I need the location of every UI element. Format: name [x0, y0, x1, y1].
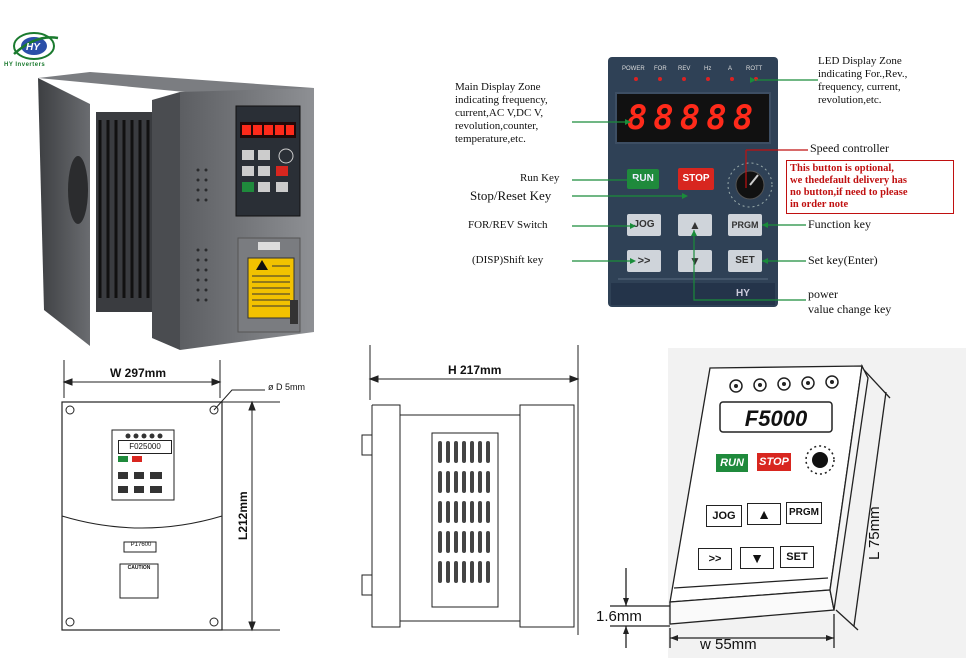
led-display-annotation: LED Display Zone indicating For.,Rev., f… — [818, 55, 907, 107]
caution-label: CAUTION — [127, 565, 151, 571]
indicator-power: POWER — [622, 66, 645, 72]
front-vent-dots — [196, 168, 208, 302]
keypad-width-label: w 55mm — [700, 636, 757, 653]
annotation-line: power — [808, 287, 838, 301]
prgm-button[interactable]: PRGM — [728, 214, 762, 236]
keypad-thickness-label: 1.6mm — [596, 608, 642, 625]
run-key-annotation: Run Key — [520, 172, 560, 184]
brand-logo-text: HY Inverters — [4, 62, 46, 68]
keypad-shift-button[interactable]: >> — [698, 548, 732, 570]
front-plate-label: P17600 — [130, 542, 152, 548]
indicator-a: A — [728, 66, 733, 72]
annotation-line: indicating For.,Rev., — [818, 68, 908, 80]
annotation-line: LED Display Zone — [818, 55, 902, 67]
note-line: no button,if need to please — [790, 187, 908, 198]
up-arrow-icon: ▲ — [689, 218, 701, 232]
for-rev-switch-annotation: FOR/REV Switch — [468, 219, 548, 231]
indicator-rott: ROTT — [746, 66, 763, 72]
hole-diameter-label: ø D 5mm — [268, 382, 305, 392]
annotation-line: indicating frequency, — [455, 94, 548, 106]
function-key-annotation: Function key — [808, 217, 871, 231]
side-height-label: H 217mm — [448, 363, 502, 377]
indicator-hz: Hz — [704, 66, 712, 72]
annotation-line: frequency, current, — [818, 81, 901, 93]
optional-button-note: This button is optional, we thedefault d… — [786, 160, 954, 214]
front-length-label: L212mm — [236, 491, 250, 540]
keypad-display-value: F5000 — [744, 406, 808, 431]
stop-reset-key-annotation: Stop/Reset Key — [470, 188, 552, 203]
keypad-prgm-button[interactable]: PRGM — [786, 502, 822, 524]
down-arrow-button[interactable]: ▼ — [678, 250, 712, 272]
down-arrow-icon: ▼ — [750, 550, 764, 566]
indicator-for: FOR — [654, 66, 667, 72]
panel-brand: HY — [736, 288, 750, 299]
set-button[interactable]: SET — [728, 250, 762, 272]
shift-button[interactable]: >> — [627, 250, 661, 272]
run-button[interactable]: RUN — [627, 169, 659, 189]
stop-button[interactable]: STOP — [678, 168, 714, 190]
side-vent-grille — [98, 120, 150, 298]
svg-text:HY: HY — [26, 42, 41, 53]
keypad-down-button[interactable]: ▼ — [740, 547, 774, 569]
up-arrow-button[interactable]: ▲ — [678, 214, 712, 236]
annotation-line: temperature,etc. — [455, 133, 526, 145]
keypad-set-button[interactable]: SET — [780, 546, 814, 568]
keypad-length-label: L 75mm — [866, 506, 883, 560]
annotation-line: Main Display Zone — [455, 81, 541, 93]
side-dimension-drawing — [361, 345, 580, 635]
keypad-up-button[interactable]: ▲ — [747, 503, 781, 525]
note-line: we thedefault delivery has — [790, 175, 907, 186]
up-arrow-icon: ▲ — [757, 506, 771, 522]
indicator-rev: REV — [678, 66, 691, 72]
keypad-run-button[interactable]: RUN — [716, 454, 748, 472]
front-width-label: W 297mm — [110, 366, 167, 380]
keypad-stop-button[interactable]: STOP — [757, 453, 791, 471]
led-display: 88888 — [626, 98, 760, 138]
power-value-annotation: power value change key — [808, 287, 891, 317]
set-key-annotation: Set key(Enter) — [808, 253, 878, 267]
keypad-jog-button[interactable]: JOG — [706, 505, 742, 527]
annotation-line: revolution,counter, — [455, 120, 539, 132]
jog-button[interactable]: JOG — [627, 214, 661, 236]
note-line: This button is optional, — [790, 163, 894, 174]
side-vent-slots — [438, 441, 490, 583]
note-line: in order note — [790, 199, 849, 210]
annotation-line: revolution,etc. — [818, 94, 882, 106]
inverter-photo — [30, 70, 330, 350]
disp-shift-key-annotation: (DISP)Shift key — [472, 254, 544, 266]
front-dimension-drawing — [61, 360, 280, 632]
brand-logo: HY — [6, 28, 76, 74]
speed-controller-annotation: Speed controller — [810, 141, 889, 155]
annotation-line: value change key — [808, 302, 892, 316]
down-arrow-icon: ▼ — [689, 254, 701, 268]
main-display-annotation: Main Display Zone indicating frequency, … — [455, 81, 548, 146]
annotation-line: current,AC V,DC V, — [455, 107, 544, 119]
front-display-box: F025000 — [118, 440, 172, 454]
